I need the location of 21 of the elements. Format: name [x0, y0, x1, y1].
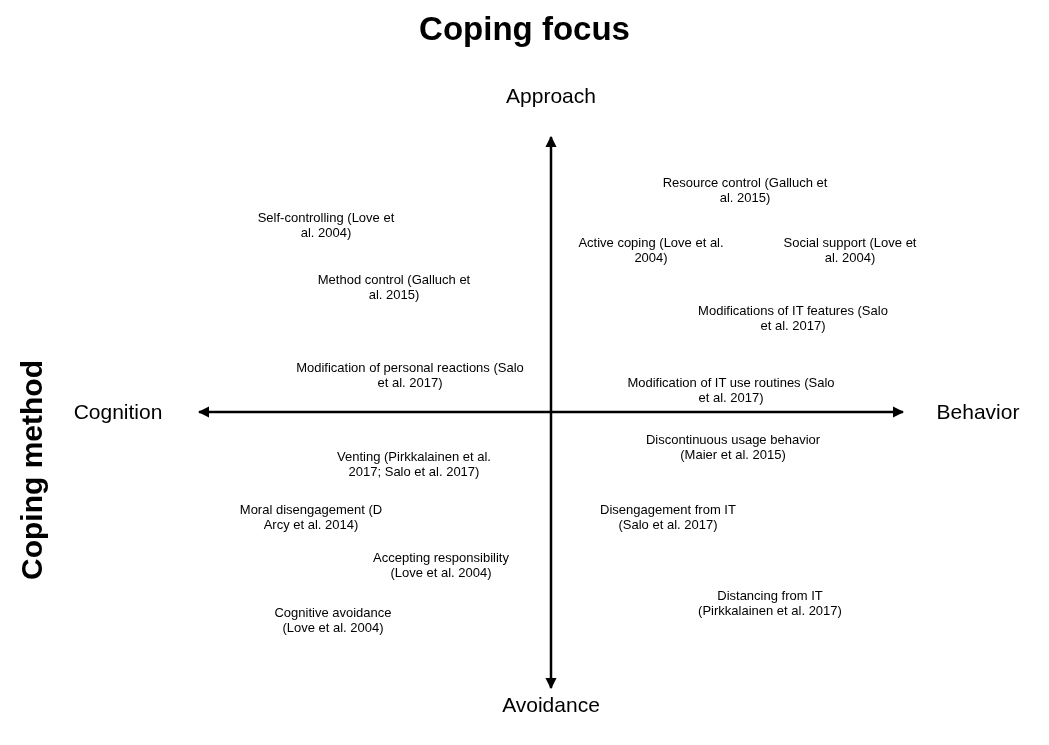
quadrant-entry: Modifications of IT features (Salo et al. 2017)	[698, 303, 888, 333]
axis-title: Coping method	[15, 360, 49, 580]
title: Coping focus	[418, 10, 631, 48]
quadrant-entry: Method control (Galluch et al. 2015)	[316, 272, 472, 302]
axis-label: Avoidance	[502, 693, 600, 717]
quadrant-entry: Cognitive avoidance (Love et al. 2004)	[273, 605, 393, 635]
quadrant-entry: Active coping (Love et al. 2004)	[577, 235, 725, 265]
quadrant-entry: Moral disengagement (D Arcy et al. 2014)	[238, 502, 384, 532]
quadrant-entry: Discontinuous usage behavior (Maier et al. 2015)	[644, 432, 822, 462]
axis-label: Cognition	[73, 400, 163, 424]
quadrant-entry: Self-controlling (Love et al. 2004)	[256, 210, 396, 240]
quadrant-entry: Venting (Pirkkalainen et al. 2017; Salo et al. 2017)	[336, 449, 492, 479]
quadrant-entry: Resource control (Galluch et al. 2015)	[661, 175, 829, 205]
quadrant-entry: Accepting responsibility (Love et al. 2004)	[372, 550, 510, 580]
axis-label: Approach	[506, 84, 596, 108]
quadrant-entry: Modification of personal reactions (Salo et al. 2017)	[295, 360, 525, 390]
quadrant-entry: Distancing from IT (Pirkkalainen et al. 2017)	[697, 588, 843, 618]
axis-label: Behavior	[936, 400, 1020, 424]
quadrant-entry: Disengagement from IT (Salo et al. 2017)	[599, 502, 737, 532]
quadrant-entry: Social support (Love et al. 2004)	[782, 235, 918, 265]
quadrant-entry: Modification of IT use routines (Salo et al. 2017)	[626, 375, 836, 405]
